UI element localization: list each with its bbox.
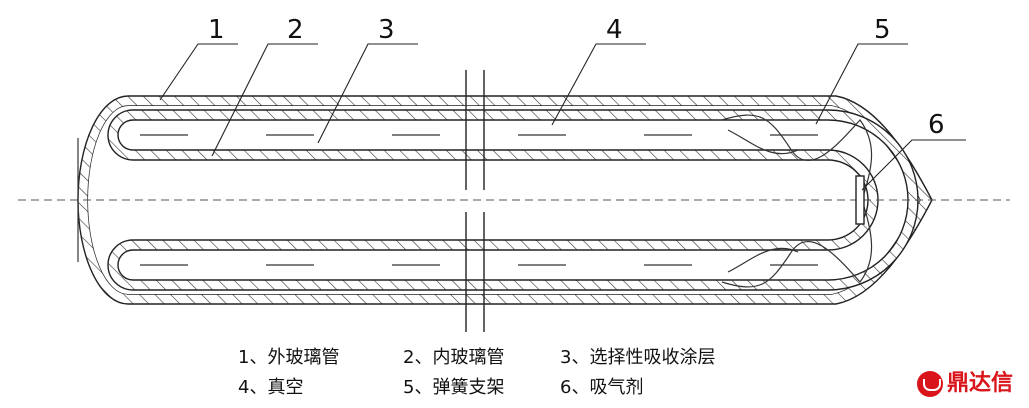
legend-item-2: 2、内玻璃管 [403, 347, 504, 368]
brand-logo: 鼎达信 [916, 371, 1013, 397]
break-marks [465, 70, 485, 332]
legend-item-4: 4、真空 [238, 377, 303, 398]
legend: 1、外玻璃管 2、内玻璃管 3、选择性吸收涂层 4、真空 5、弹簧支架 6、吸气… [238, 347, 715, 398]
label-2: 2 [287, 15, 304, 45]
label-1: 1 [208, 15, 225, 45]
legend-item-5: 5、弹簧支架 [403, 377, 504, 398]
legend-item-6: 6、吸气剂 [560, 377, 643, 398]
leader-lines [159, 43, 966, 191]
brand-name: 鼎达信 [946, 371, 1013, 396]
brand-logo-icon [916, 371, 943, 397]
label-5: 5 [874, 15, 891, 45]
spring-support [721, 114, 873, 288]
label-6: 6 [928, 110, 945, 140]
legend-item-3: 3、选择性吸收涂层 [560, 347, 715, 368]
label-4: 4 [606, 15, 623, 45]
inner-glass-tube [107, 109, 919, 291]
label-3: 3 [378, 15, 395, 45]
getter-element [855, 175, 865, 225]
legend-item-1: 1、外玻璃管 [238, 347, 339, 368]
